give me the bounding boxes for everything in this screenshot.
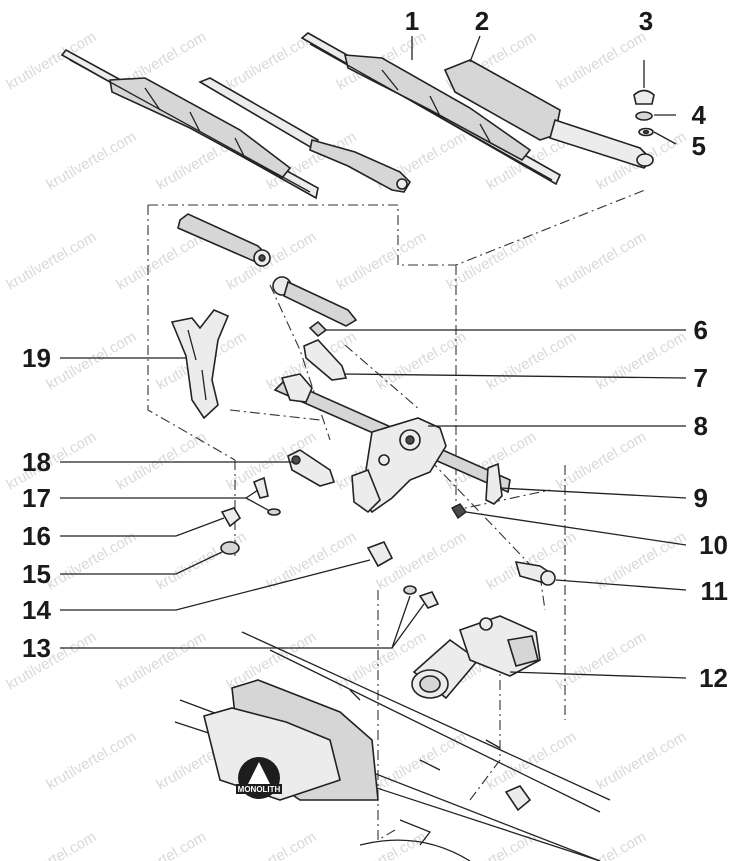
watermark-text: krutilvertel.com	[334, 228, 430, 293]
callout-14: 14	[22, 595, 51, 625]
bracket-9	[485, 462, 503, 505]
watermark-text: krutilvertel.com	[4, 828, 100, 861]
callout-7: 7	[694, 363, 708, 393]
watermark-text: krutilvertel.com	[444, 828, 540, 861]
callout-10: 10	[699, 530, 728, 560]
link-rod-upper	[177, 213, 271, 267]
nut-cap-washer-stack	[633, 89, 655, 137]
bolt-10	[451, 503, 467, 520]
callout-19: 19	[22, 343, 51, 373]
callout-2: 2	[475, 6, 489, 36]
callout-9: 9	[694, 483, 708, 513]
right-wiper-blade	[300, 32, 562, 186]
watermark-text: krutilvertel.com	[44, 328, 140, 393]
left-wiper-arm	[198, 77, 412, 193]
left-wiper-blade	[60, 48, 319, 200]
callout-3: 3	[639, 6, 653, 36]
watermark-text: krutilvertel.com	[114, 828, 210, 861]
watermark-text: krutilvertel.com	[44, 128, 140, 193]
monolith-logo: MONOLITH	[236, 757, 282, 799]
bushing-18	[287, 449, 336, 487]
watermark-text: krutilvertel.com	[374, 328, 470, 393]
watermark-text: krutilvertel.com	[554, 828, 650, 861]
bracket-19	[170, 309, 230, 420]
callout-8: 8	[694, 411, 708, 441]
leader-lines	[60, 35, 687, 679]
watermark-text: krutilvertel.com	[224, 828, 320, 861]
watermark-text: krutilvertel.com	[114, 428, 210, 493]
watermark-text: krutilvertel.com	[154, 528, 250, 593]
fasteners-left	[220, 476, 281, 555]
callout-13: 13	[22, 633, 51, 663]
watermark-text: krutilvertel.com	[594, 728, 690, 793]
callout-6: 6	[694, 315, 708, 345]
callout-5: 5	[692, 131, 706, 161]
watermark-text: krutilvertel.com	[334, 828, 430, 861]
logo-text: MONOLITH	[238, 785, 281, 794]
watermark-text: krutilvertel.com	[594, 328, 690, 393]
callout-labels: 1 2 3 4 5 6 7 8 9 10 11 12 13 14 15 16 1…	[22, 6, 728, 693]
watermark-text: krutilvertel.com	[44, 528, 140, 593]
watermark-text: krutilvertel.com	[114, 228, 210, 293]
callout-18: 18	[22, 447, 51, 477]
wiper-motor-12	[411, 615, 541, 700]
watermark-text: krutilvertel.com	[554, 28, 650, 93]
grommet-14	[366, 540, 394, 568]
nut-6	[308, 320, 328, 338]
linkage-frame-8	[273, 373, 511, 514]
watermark-text: krutilvertel.com	[114, 628, 210, 693]
callout-1: 1	[405, 6, 419, 36]
link-rod-middle	[272, 276, 358, 327]
watermark-text: krutilvertel.com	[554, 228, 650, 293]
watermark-text: krutilvertel.com	[484, 728, 580, 793]
watermark-text: krutilvertel.com	[4, 628, 100, 693]
callout-11: 11	[701, 576, 729, 606]
watermark-text: krutilvertel.com	[554, 428, 650, 493]
right-wiper-arm	[443, 59, 654, 169]
callout-17: 17	[22, 483, 51, 513]
crank-bushing-7	[303, 339, 348, 381]
watermark-text: krutilvertel.com	[4, 428, 100, 493]
watermark-text: krutilvertel.com	[554, 628, 650, 693]
sleeve-11	[514, 561, 556, 586]
callout-4: 4	[692, 100, 707, 130]
bolt-washer-13	[403, 585, 440, 609]
watermark-text: krutilvertel.com	[4, 228, 100, 293]
watermark-text: krutilvertel.com	[484, 328, 580, 393]
callout-12: 12	[699, 663, 728, 693]
callout-15: 15	[22, 559, 51, 589]
callout-16: 16	[22, 521, 51, 551]
watermark-text: krutilvertel.com	[44, 728, 140, 793]
